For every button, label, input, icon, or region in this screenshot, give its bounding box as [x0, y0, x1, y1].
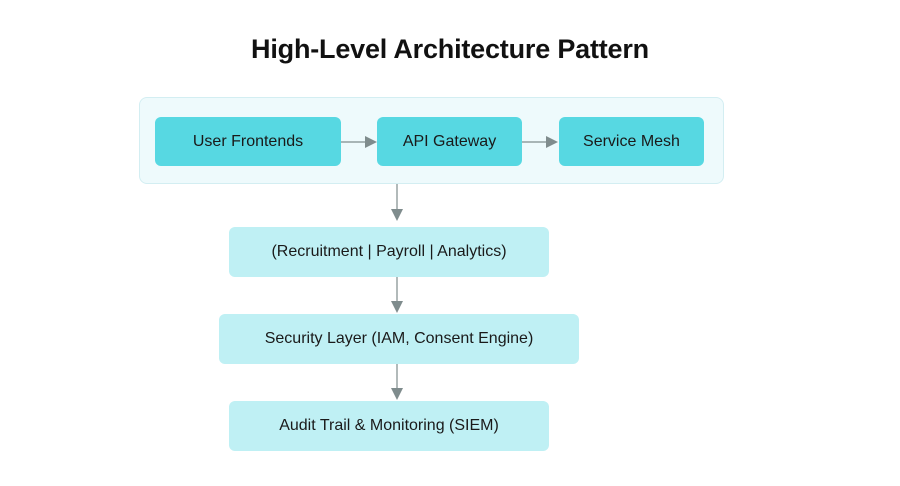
- arrowhead-container-modules: [391, 209, 403, 221]
- node-label: Audit Trail & Monitoring (SIEM): [279, 417, 499, 434]
- arrowhead-security-audit: [391, 388, 403, 400]
- node-business-modules: (Recruitment | Payroll | Analytics): [229, 227, 549, 277]
- node-label: Service Mesh: [583, 132, 680, 150]
- node-user-frontends: User Frontends: [155, 117, 341, 166]
- node-label: User Frontends: [192, 132, 304, 150]
- node-label: Security Layer (IAM, Consent Engine): [264, 330, 534, 347]
- arrowhead-modules-security: [391, 301, 403, 313]
- node-audit-trail: Audit Trail & Monitoring (SIEM): [229, 401, 549, 451]
- node-security-layer: Security Layer (IAM, Consent Engine): [219, 314, 579, 364]
- node-label: API Gateway: [402, 132, 497, 150]
- node-label: (Recruitment | Payroll | Analytics): [271, 243, 507, 260]
- diagram-title: High-Level Architecture Pattern: [251, 34, 649, 64]
- node-service-mesh: Service Mesh: [559, 117, 704, 166]
- node-api-gateway: API Gateway: [377, 117, 522, 166]
